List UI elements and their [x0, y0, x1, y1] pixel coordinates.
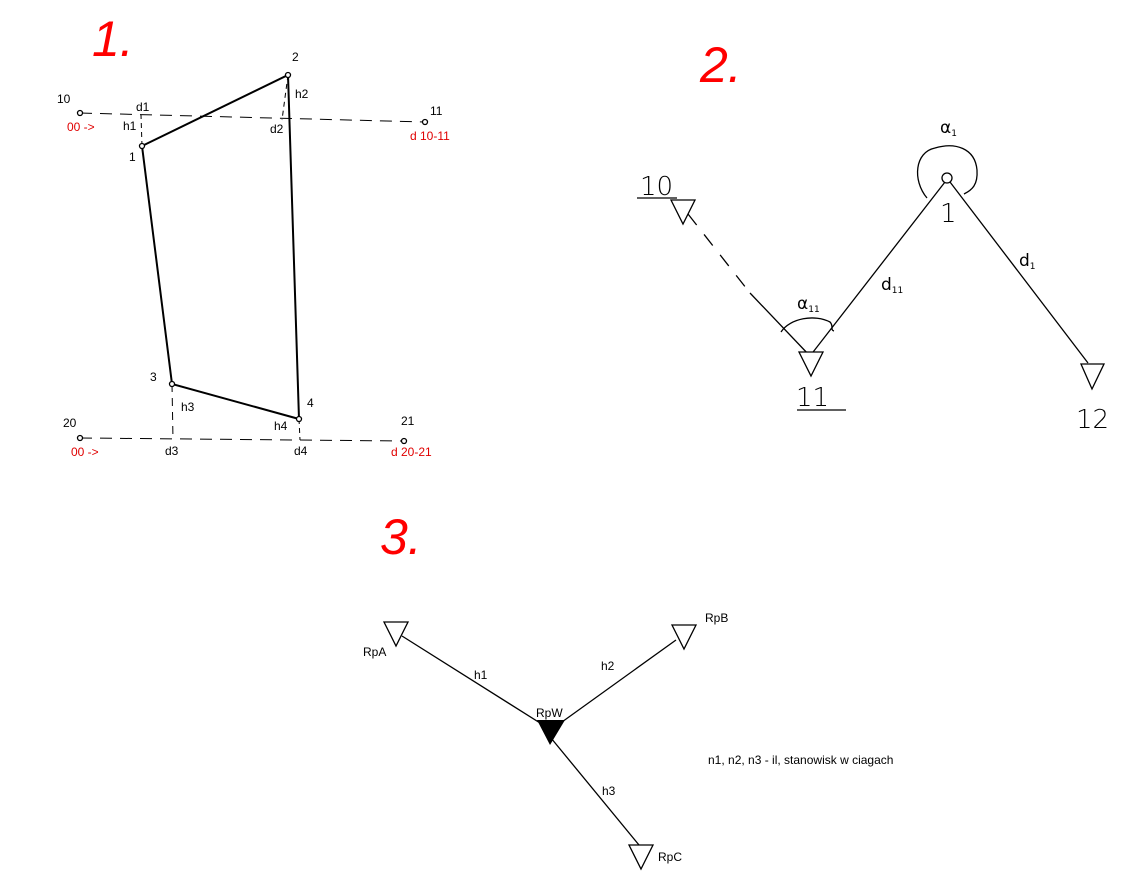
label-length-10-11: d 10-11: [410, 129, 450, 143]
label-rpc: RpC: [658, 850, 682, 864]
rpa-triangle-icon: [382, 621, 410, 648]
point-10: [76, 109, 84, 117]
offset-h4: [298, 418, 301, 441]
point-4: [295, 415, 303, 423]
line-rpw-rpc: [550, 737, 640, 846]
label-d2: d2: [270, 122, 284, 136]
label-h2: h2: [295, 87, 309, 101]
orientation-line-10-11: [687, 213, 751, 294]
station-10-triangle-icon: [669, 199, 697, 226]
point-1: [138, 142, 146, 150]
label-rpa: RpA: [363, 645, 386, 659]
label-length-20-21: d 20-21: [391, 445, 432, 459]
distance-d1-label: d1: [1019, 251, 1036, 272]
point-3: [168, 380, 176, 388]
station-12-triangle-icon: [1080, 363, 1106, 391]
distance-d11-label: d11: [881, 275, 903, 296]
label-start-bottom: 00 ->: [71, 445, 99, 459]
label-d1: d1: [136, 100, 150, 114]
angle-alpha11-label: α11: [797, 294, 820, 315]
label-4: 4: [307, 396, 314, 410]
point-20: [76, 434, 84, 442]
point-1-label: 1: [940, 199, 957, 229]
baseline-20-21: [79, 437, 405, 442]
leg-1-12: [949, 181, 1089, 364]
label-start-top: 00 ->: [67, 120, 95, 134]
section-number-1: 1.: [92, 11, 134, 67]
label-h4: h4: [274, 419, 288, 433]
angle-alpha1-label: α1: [940, 118, 957, 139]
diagram-3-levelling-network: RpA RpB RpC RpW h1 h2 h3 n1, n2, n3 - il…: [363, 611, 893, 871]
station-11-triangle-icon: [797, 351, 825, 378]
point-11: [421, 118, 429, 126]
point-21: [400, 437, 408, 445]
line-rpb-rpw: [554, 639, 677, 728]
label-2: 2: [292, 50, 299, 64]
label-h3: h3: [602, 784, 616, 798]
label-10: 10: [57, 92, 71, 106]
section-number-3: 3.: [380, 509, 422, 565]
section-number-2: 2.: [699, 37, 742, 93]
label-h3: h3: [181, 400, 195, 414]
label-1: 1: [129, 150, 136, 164]
station-12-label: 12: [1076, 405, 1109, 435]
angle-arc-alpha11: [780, 317, 835, 333]
point-1-circle: [941, 172, 953, 184]
label-d3: d3: [165, 444, 179, 458]
label-h2: h2: [601, 659, 615, 673]
label-h1: h1: [474, 668, 488, 682]
offset-h2: [281, 74, 289, 121]
label-rpb: RpB: [705, 611, 728, 625]
label-h1: h1: [123, 119, 137, 133]
rpb-triangle-icon: [670, 624, 698, 651]
point-2: [284, 71, 292, 79]
station-10-label: 10: [640, 172, 673, 202]
offset-h3: [171, 383, 174, 441]
label-d4: d4: [294, 444, 308, 458]
baseline-10-11: [79, 112, 426, 123]
label-11: 11: [430, 104, 443, 118]
diagram-1-offset-survey: 10 11 20 21 1 2 3 4 d1 h1 h2 d2 h3 h4 d3…: [57, 50, 450, 459]
label-rpw: RpW: [536, 706, 563, 720]
angle-arc-alpha1: [916, 145, 978, 199]
label-20: 20: [63, 416, 77, 430]
diagram-2-traverse: 10 11 12 1 α1 α11 d11 d1: [637, 118, 1109, 435]
line-rpa-rpw: [401, 635, 549, 729]
rpc-triangle-icon: [627, 844, 655, 871]
station-11-label: 11: [796, 383, 829, 413]
line-to-11: [749, 292, 811, 357]
offset-h1: [140, 114, 143, 147]
leg-11-1: [809, 181, 946, 357]
label-3: 3: [150, 370, 157, 384]
rpw-filled-triangle-icon: [537, 720, 565, 745]
label-21: 21: [401, 414, 415, 428]
note-text: n1, n2, n3 - il, stanowisk w ciagach: [708, 753, 893, 767]
